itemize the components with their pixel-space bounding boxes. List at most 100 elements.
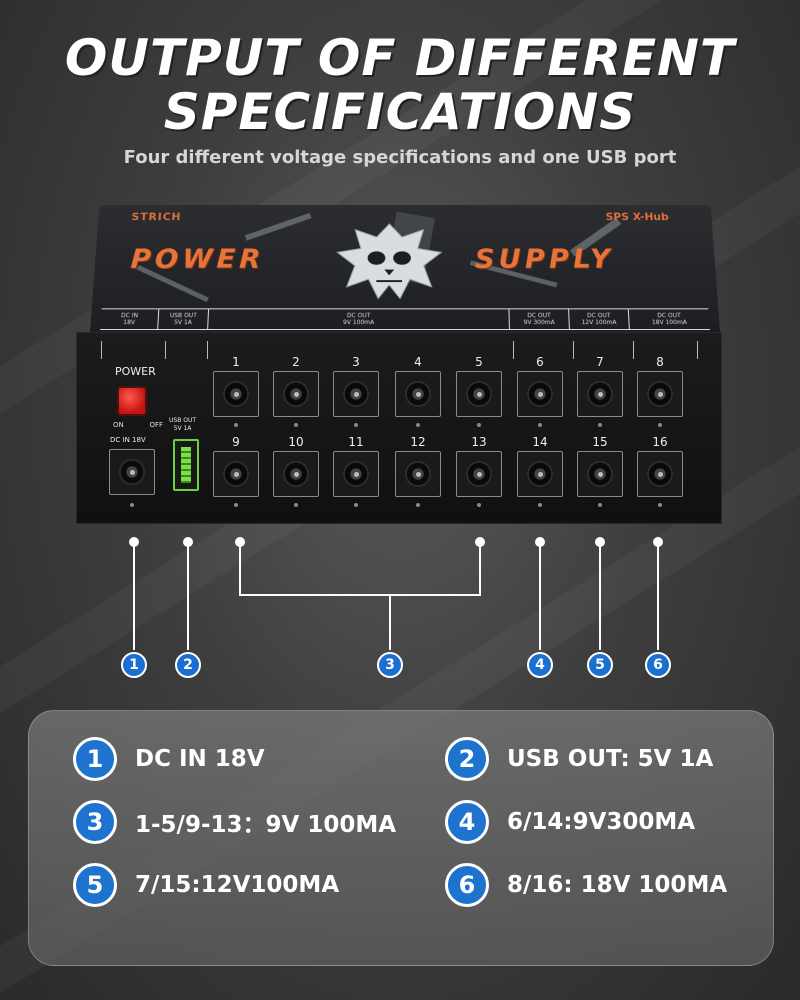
led-indicator (234, 423, 238, 427)
port-number: 13 (471, 435, 487, 449)
dc-out-jack-7[interactable] (577, 371, 623, 417)
usb-out-port[interactable] (173, 439, 199, 491)
spec-number-badge: 4 (445, 800, 489, 844)
callout-badge-2: 2 (175, 652, 201, 678)
power-switch-button[interactable] (117, 386, 147, 416)
spec-text: USB OUT: 5V 1A (507, 746, 714, 772)
strip-label: DC OUT (527, 312, 551, 320)
port-number: 10 (288, 435, 304, 449)
strip-value: 5V 1A (173, 319, 193, 327)
usb-label-line: 5V 1A (173, 425, 192, 432)
section-divider (101, 341, 102, 359)
on-label: ON (113, 421, 124, 429)
strip-value: 12V 100mA (581, 319, 617, 327)
skull-emblem-icon (315, 216, 464, 304)
callout-line (239, 542, 241, 596)
graphic-shard (244, 212, 312, 241)
strip-value: 18V (123, 319, 136, 327)
port-number: 2 (292, 355, 300, 369)
strip-cell: DC OUT 9V 300mA (509, 309, 570, 330)
callout-line (657, 542, 659, 650)
power-label: POWER (115, 365, 156, 378)
strip-value: 9V 100mA (342, 319, 375, 327)
strip-cell: USB OUT 5V 1A (158, 309, 210, 330)
spec-item: 6 8/16: 18V 100MA (445, 863, 727, 907)
spec-item: 1 DC IN 18V (73, 737, 265, 781)
dc-out-jack-14[interactable] (517, 451, 563, 497)
usb-out-label: USB OUT 5V 1A (169, 417, 196, 433)
spec-text: 1-5/9-13：9V 100MA (135, 812, 397, 838)
callout-badge-5: 5 (587, 652, 613, 678)
spec-number-badge: 1 (73, 737, 117, 781)
headline-line-1: OUTPUT OF DIFFERENT (64, 29, 736, 87)
dc-out-jack-10[interactable] (273, 451, 319, 497)
dc-out-jack-15[interactable] (577, 451, 623, 497)
dc-out-jack-9[interactable] (213, 451, 259, 497)
port-number: 1 (232, 355, 240, 369)
callout-line (389, 594, 391, 650)
strip-cell: DC OUT 9V 100mA (208, 309, 510, 330)
dc-out-jack-1[interactable] (213, 371, 259, 417)
spec-text: 6/14:9V300MA (507, 809, 696, 835)
led-indicator (354, 423, 358, 427)
dc-out-jack-11[interactable] (333, 451, 379, 497)
device-front-panel: POWER ON OFF DC IN 18V USB OUT 5V 1A 1 2… (76, 332, 722, 524)
port-number: 12 (410, 435, 426, 449)
led-indicator (234, 503, 238, 507)
subtitle: Four different voltage specifications an… (123, 147, 677, 168)
usb-label-line: USB OUT (169, 417, 197, 424)
port-number: 8 (656, 355, 664, 369)
strip-label: DC OUT (657, 312, 681, 320)
dc-in-label: DC IN 18V (110, 436, 146, 444)
callout-line (599, 542, 601, 650)
section-divider (207, 341, 208, 359)
callout-badge-4: 4 (527, 652, 553, 678)
callout-line (187, 542, 189, 650)
callout-badge-1: 1 (121, 652, 147, 678)
port-number: 15 (592, 435, 608, 449)
strip-label: DC IN (120, 312, 139, 320)
spec-item: 2 USB OUT: 5V 1A (445, 737, 713, 781)
led-indicator (658, 503, 662, 507)
section-divider (573, 341, 574, 359)
port-number: 9 (232, 435, 240, 449)
led-indicator (130, 503, 134, 507)
port-number: 4 (414, 355, 422, 369)
section-divider (165, 341, 166, 359)
dc-out-jack-12[interactable] (395, 451, 441, 497)
led-indicator (294, 503, 298, 507)
dc-out-jack-6[interactable] (517, 371, 563, 417)
spec-item: 4 6/14:9V300MA (445, 800, 695, 844)
dc-in-jack[interactable] (109, 449, 155, 495)
spec-number-badge: 6 (445, 863, 489, 907)
strip-value: 18V 100mA (651, 319, 688, 327)
port-number: 11 (348, 435, 364, 449)
port-number: 7 (596, 355, 604, 369)
port-number: 16 (652, 435, 668, 449)
dc-out-jack-4[interactable] (395, 371, 441, 417)
on-off-labels: ON OFF (113, 421, 163, 429)
title-supply: SUPPLY (474, 242, 615, 275)
title-power: POWER (129, 242, 265, 275)
dc-out-jack-16[interactable] (637, 451, 683, 497)
strip-label: USB OUT (169, 312, 197, 320)
port-number: 6 (536, 355, 544, 369)
callout-badge-6: 6 (645, 652, 671, 678)
port-number: 5 (475, 355, 483, 369)
spec-text: 7/15:12V100MA (135, 872, 340, 898)
dc-out-jack-8[interactable] (637, 371, 683, 417)
led-indicator (538, 503, 542, 507)
dc-out-jack-5[interactable] (456, 371, 502, 417)
spec-text: 8/16: 18V 100MA (507, 872, 728, 898)
spec-item: 5 7/15:12V100MA (73, 863, 339, 907)
dc-out-jack-13[interactable] (456, 451, 502, 497)
device-top-panel: STRICH SPS X-Hub POWER SUPPLY DC IN 18V … (90, 205, 720, 332)
top-label-strip: DC IN 18V USB OUT 5V 1A DC OUT 9V 100mA … (100, 308, 710, 331)
led-indicator (538, 423, 542, 427)
dc-out-jack-3[interactable] (333, 371, 379, 417)
dc-out-jack-2[interactable] (273, 371, 319, 417)
strip-cell: DC OUT 12V 100mA (569, 309, 630, 330)
callout-bracket (239, 594, 481, 596)
section-divider (633, 341, 634, 359)
led-indicator (416, 423, 420, 427)
